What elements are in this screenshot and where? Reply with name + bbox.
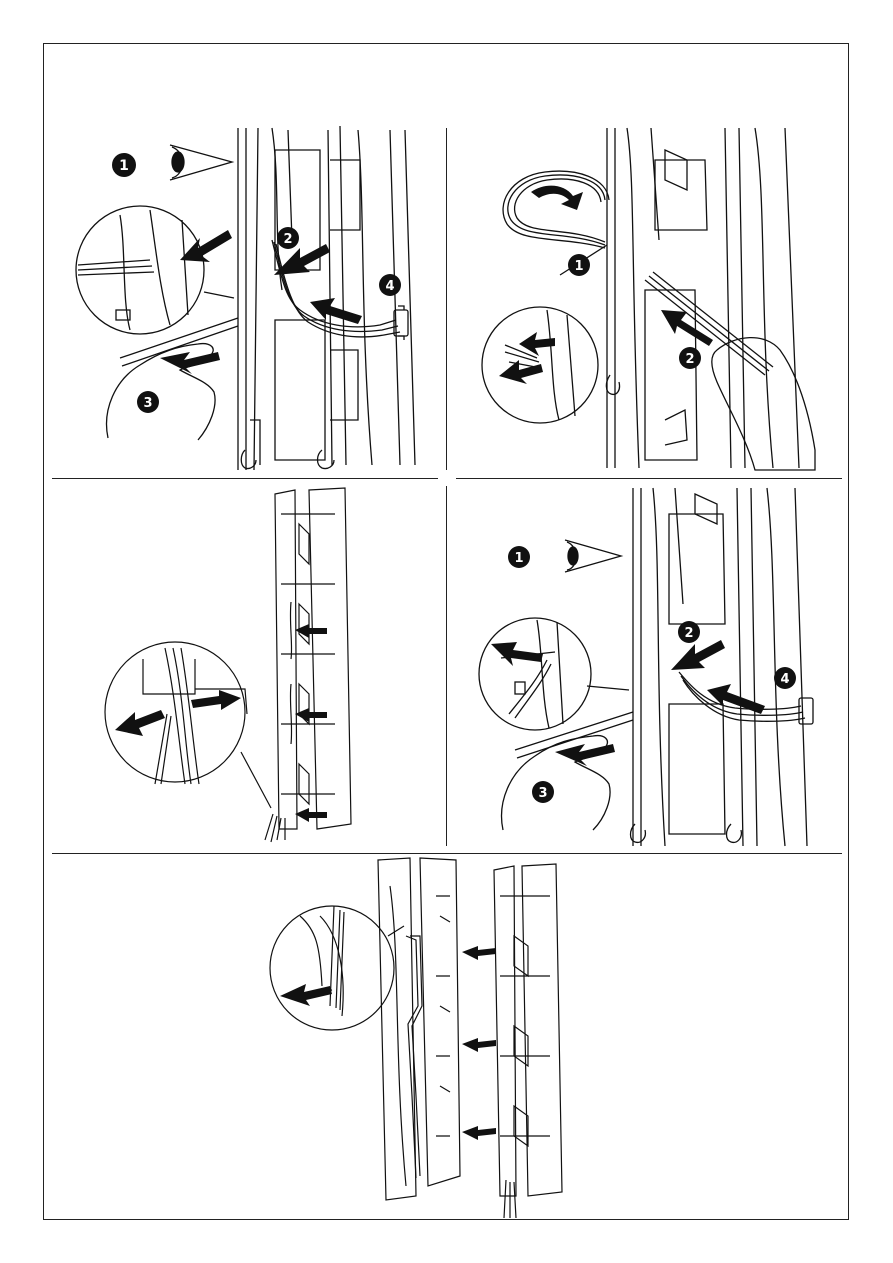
panel-5-illustration [260, 856, 590, 1218]
vertical-divider-middle [446, 486, 447, 846]
panel-4-step-3: 3 [538, 786, 547, 801]
panel-1: 1 2 3 4 [60, 120, 440, 475]
panel-2: 1 2 [455, 120, 840, 475]
panel-2-step-2: 2 [685, 352, 694, 367]
panel-4-step-2: 2 [684, 626, 693, 641]
panel-4-illustration: 1 2 3 4 [455, 484, 840, 849]
panel-1-step-4: 4 [385, 279, 394, 294]
horizontal-divider-1b [456, 478, 842, 479]
panel-2-step-1: 1 [574, 259, 583, 274]
panel-1-step-2: 2 [283, 232, 292, 247]
panel-1-step-1: 1 [119, 158, 129, 174]
horizontal-divider-1 [52, 478, 438, 479]
panel-4: 1 2 3 4 [455, 484, 840, 849]
vertical-divider-top [446, 128, 447, 470]
panel-1-step-3: 3 [143, 396, 152, 411]
panel-5 [260, 856, 590, 1218]
horizontal-divider-2 [52, 853, 842, 854]
panel-3-illustration [95, 484, 440, 846]
panel-1-illustration: 1 2 3 4 [60, 120, 440, 475]
panel-4-step-4: 4 [780, 672, 789, 687]
panel-2-illustration: 1 2 [455, 120, 840, 475]
panel-3 [95, 484, 440, 846]
panel-4-step-1: 1 [514, 551, 523, 566]
